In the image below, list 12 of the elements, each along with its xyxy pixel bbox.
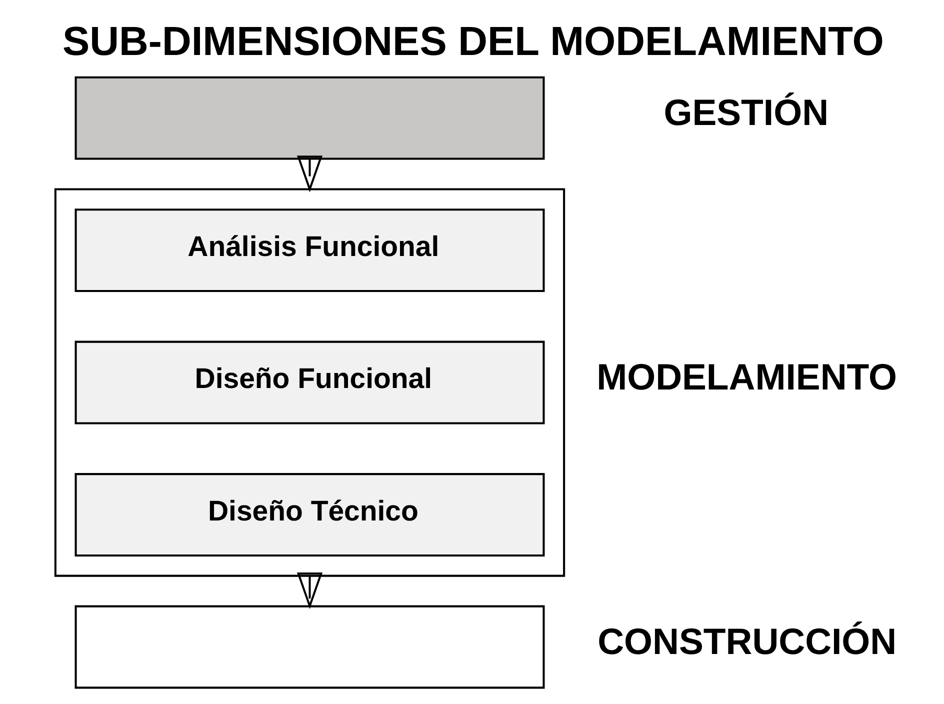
- node-box: [74, 76, 544, 160]
- diagram-title: SUB-DIMENSIONES DEL MODELAMIENTO: [62, 18, 884, 64]
- node-box: Diseño Funcional: [74, 340, 544, 424]
- node-label: MODELAMIENTO: [596, 356, 896, 398]
- arrow: [296, 572, 322, 610]
- cluster: [54, 188, 565, 577]
- node-box: Diseño Técnico: [74, 473, 544, 556]
- arrow: [296, 156, 322, 192]
- node-box: [74, 605, 544, 689]
- node-label: CONSTRUCCIÓN: [597, 620, 896, 662]
- node-box: Análisis Funcional: [74, 208, 544, 292]
- node-label: GESTIÓN: [663, 92, 828, 133]
